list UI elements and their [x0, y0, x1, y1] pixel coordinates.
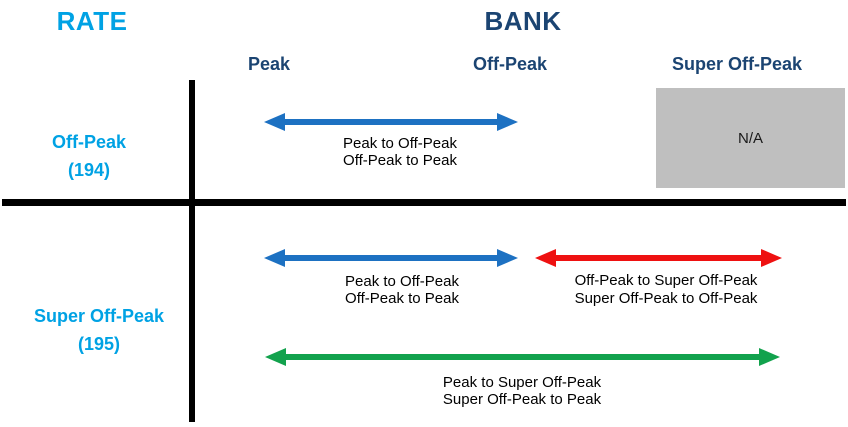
na-cell: N/A [656, 88, 845, 188]
na-label: N/A [737, 129, 763, 147]
rate-row-label-super-off-peak: Super Off-Peak [33, 306, 165, 326]
rate-axis-title: RATE [56, 6, 128, 36]
arrow-label-row2-red-line1: Off-Peak to Super Off-Peak [574, 272, 758, 289]
arrow-label-row2-red-line2: Super Off-Peak to Off-Peak [574, 290, 758, 307]
blue-double-arrow-row2 [264, 249, 518, 267]
green-double-arrow [265, 348, 780, 366]
arrow-label-row2-red: Off-Peak to Super Off-Peak Super Off-Pea… [575, 272, 758, 308]
arrow-label-row2-blue: Peak to Off-Peak Off-Peak to Peak [345, 273, 459, 307]
arrow-label-row2-blue-line1: Peak to Off-Peak [345, 273, 459, 290]
rate-row-code-194: (194) [67, 160, 111, 180]
rate-row-off-peak: Off-Peak (194) [52, 128, 126, 184]
arrow-label-row2-blue-line2: Off-Peak to Peak [345, 290, 459, 307]
rate-row-code-195: (195) [77, 334, 121, 354]
arrow-label-row1-blue-line1: Peak to Off-Peak [343, 135, 457, 152]
bank-axis-title: BANK [484, 6, 562, 36]
bank-column-header-super-off-peak: Super Off-Peak [671, 54, 803, 74]
rate-row-super-off-peak: Super Off-Peak (195) [34, 302, 164, 358]
red-double-arrow [535, 249, 782, 267]
arrow-label-row2-green: Peak to Super Off-Peak Super Off-Peak to… [443, 374, 601, 408]
blue-double-arrow-row1 [264, 113, 518, 131]
arrow-label-row1-blue-line2: Off-Peak to Peak [343, 152, 457, 169]
horizontal-row-divider [2, 199, 846, 206]
arrow-label-row2-green-line1: Peak to Super Off-Peak [442, 374, 602, 391]
bank-column-header-off-peak: Off-Peak [472, 54, 548, 74]
arrow-label-row1-blue: Peak to Off-Peak Off-Peak to Peak [343, 135, 457, 169]
arrow-label-row2-green-line2: Super Off-Peak to Peak [442, 391, 602, 408]
rate-row-label-off-peak: Off-Peak [51, 132, 127, 152]
vertical-axis-divider [189, 80, 195, 422]
bank-column-header-peak: Peak [247, 54, 291, 74]
